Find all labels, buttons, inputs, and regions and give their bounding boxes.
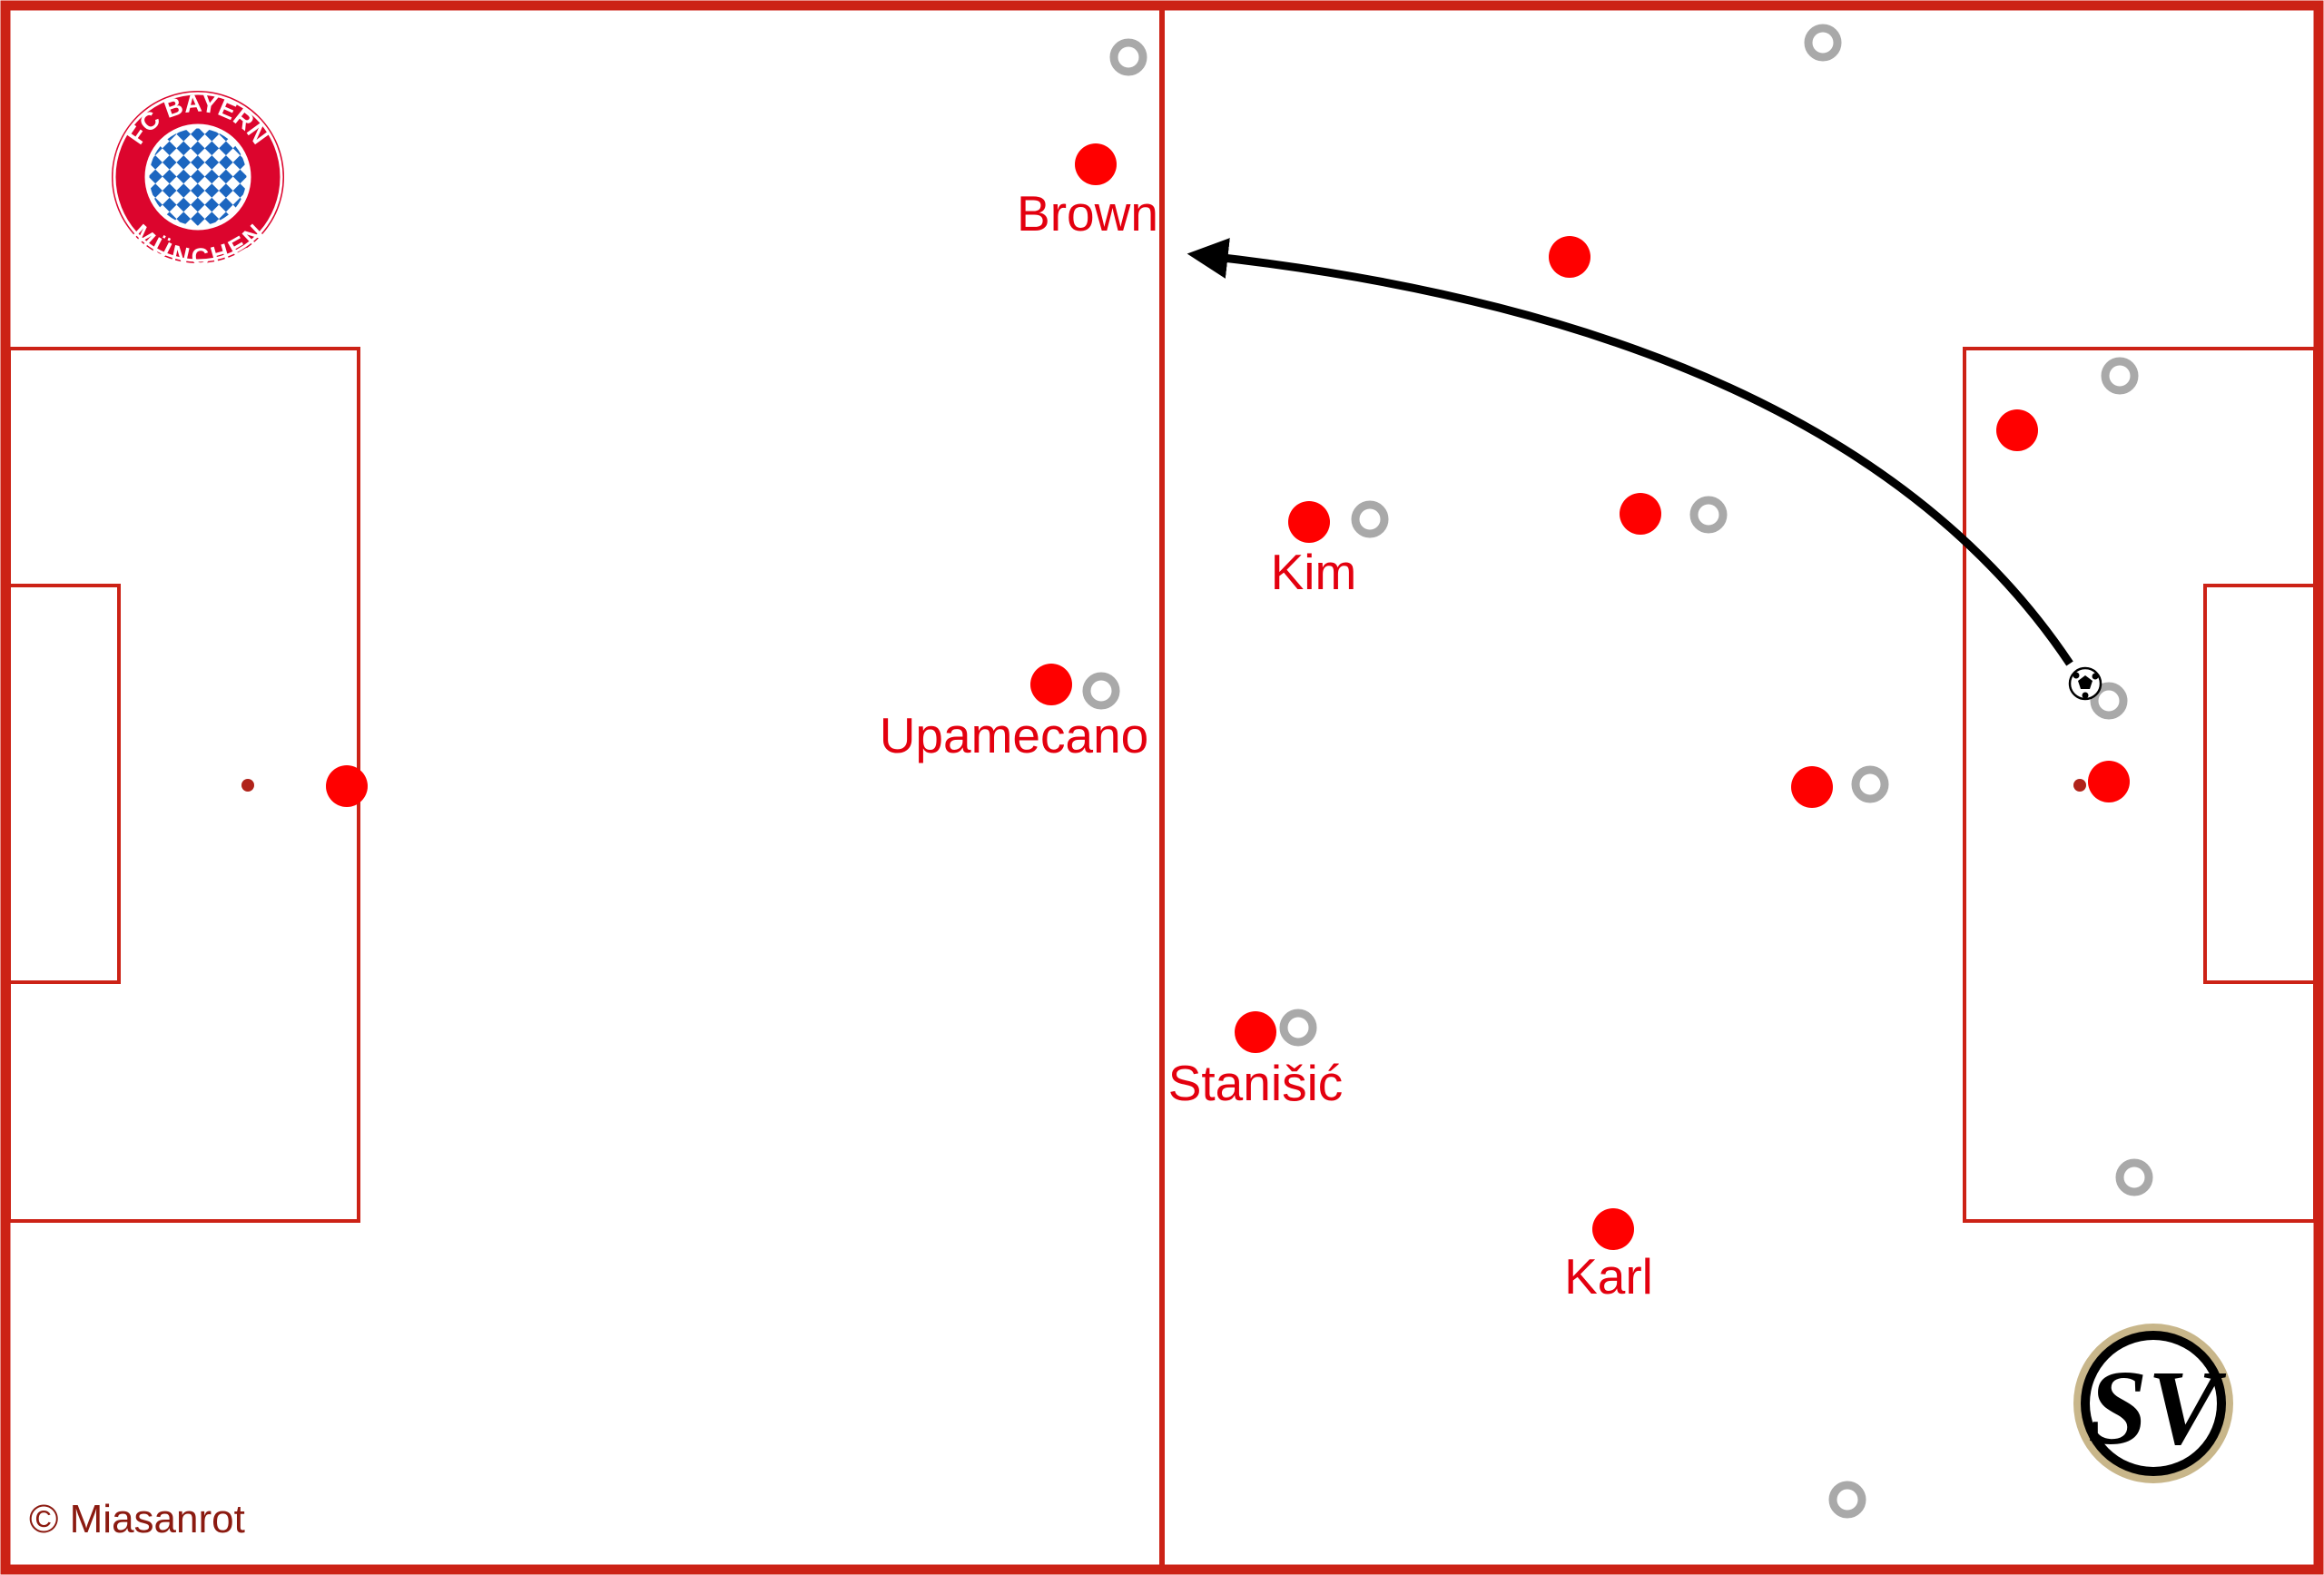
bayern-player: [1549, 236, 1590, 278]
opponent-player: [1828, 1481, 1866, 1519]
bayern-player: [2088, 761, 2130, 802]
soccer-ball-icon: [2068, 666, 2102, 701]
label-brown: Brown: [1017, 185, 1158, 241]
opponent-player: [1351, 500, 1389, 538]
right-goal-area: [2203, 584, 2317, 984]
bayern-player: [1620, 493, 1661, 535]
left-penalty-area: [7, 347, 360, 1223]
opponent-players: [1082, 24, 2153, 1519]
left-goal-area: [7, 584, 121, 984]
label-stanisic: Stanišić: [1168, 1055, 1344, 1111]
opponent-player: [2090, 682, 2128, 720]
opponent-player: [1279, 1009, 1317, 1047]
credit-text: © Miasanrot: [29, 1497, 245, 1541]
player-kim: [1288, 501, 1330, 543]
label-kim: Kim: [1271, 544, 1357, 600]
label-karl: Karl: [1564, 1248, 1653, 1304]
opponent-player: [1804, 24, 1842, 62]
opponent-player: [1109, 38, 1147, 76]
player-stanisic: [1235, 1011, 1276, 1053]
opponent-player: [1082, 672, 1120, 710]
player-brown: [1075, 143, 1117, 185]
opponent-player: [2115, 1158, 2153, 1196]
bayern-crest: FC BAYERN MÜNCHEN: [112, 89, 284, 271]
opponent-player: [1689, 496, 1728, 534]
left-penalty-spot: [241, 779, 254, 792]
right-penalty-area: [1963, 347, 2317, 1223]
label-upamecano: Upamecano: [880, 707, 1149, 763]
opponent-crest: SV: [2073, 1324, 2233, 1483]
opponent-player: [2101, 357, 2139, 395]
opponent-crest-monogram: SV: [2088, 1348, 2227, 1467]
right-penalty-spot: [2073, 779, 2086, 792]
bayern-player: [1791, 766, 1833, 808]
bayern-player: [1996, 409, 2038, 451]
player-upamecano: [1030, 664, 1072, 705]
player-karl: [1592, 1208, 1634, 1250]
pass-arrow: [1187, 238, 2073, 666]
bayern-players: [326, 143, 2130, 1250]
bayern-goalkeeper: [326, 765, 368, 807]
opponent-player: [1851, 765, 1889, 803]
